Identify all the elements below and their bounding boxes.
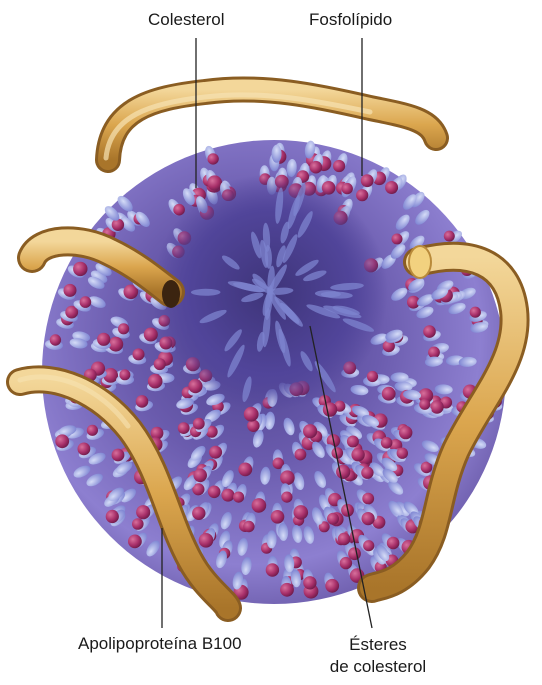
- phospholipid-head: [112, 449, 125, 462]
- phospholipid-head: [347, 436, 359, 448]
- phospholipid-head: [271, 510, 285, 524]
- phospholipid-head: [78, 443, 91, 456]
- phospholipid-head: [55, 434, 69, 448]
- phospholipid-head: [266, 563, 279, 576]
- phospholipid-head: [178, 422, 190, 434]
- phospholipid-head: [367, 371, 378, 382]
- label-apolipoprotein-b100: Apolipoproteína B100: [78, 634, 242, 654]
- phospholipid-head: [303, 424, 317, 438]
- phospholipid-head: [199, 533, 214, 548]
- phospholipid-head: [336, 465, 350, 479]
- label-esters-line2: de colesterol: [308, 656, 448, 678]
- phospholipid-head: [133, 348, 145, 360]
- phospholipid-head: [351, 448, 364, 461]
- phospholipid-head: [356, 189, 368, 201]
- phospholipid-head: [362, 512, 375, 525]
- phospholipid-head: [80, 296, 92, 308]
- phospholipid-head: [470, 307, 481, 318]
- phospholipid-head: [423, 325, 436, 338]
- phospholipid-head: [208, 486, 221, 499]
- phospholipid-head: [136, 395, 149, 408]
- phospholipid-head: [387, 537, 400, 550]
- phospholipid-head: [119, 369, 130, 380]
- phospholipid-head: [295, 449, 307, 461]
- label-cholesterol: Colesterol: [148, 10, 225, 30]
- phospholipid-head: [87, 425, 98, 436]
- phospholipid-head: [222, 489, 235, 502]
- phospholipid-head: [128, 535, 142, 549]
- phospholipid-head: [280, 583, 294, 597]
- phospholipid-head: [363, 540, 374, 551]
- phospholipid-head: [243, 521, 254, 532]
- phospholipid-head: [430, 400, 443, 413]
- phospholipid-head: [97, 333, 110, 346]
- phospholipid-head: [106, 510, 119, 523]
- phospholipid-head: [338, 533, 351, 546]
- phospholipid-head: [362, 493, 374, 505]
- phospholipid-head: [294, 505, 309, 520]
- phospholipid-head: [108, 337, 123, 352]
- phospholipid-head: [444, 231, 455, 242]
- phospholipid-head: [325, 579, 339, 593]
- phospholipid-head: [348, 547, 361, 560]
- tube-end-left: [162, 280, 180, 308]
- phospholipid-head: [118, 323, 129, 334]
- phospholipid-head: [148, 374, 163, 389]
- phospholipid-head: [327, 513, 339, 525]
- phospholipid-head: [192, 507, 205, 520]
- phospholipid-head: [50, 334, 61, 345]
- label-phospholipid: Fosfolípido: [309, 10, 392, 30]
- phospholipid-head: [303, 576, 316, 589]
- phospholipid-head: [136, 505, 150, 519]
- phospholipid-head: [73, 262, 87, 276]
- phospholipid-head: [323, 402, 337, 416]
- phospholipid-head: [252, 498, 267, 513]
- phospholipid-head: [361, 467, 373, 479]
- phospholipid-head: [144, 328, 158, 342]
- phospholipid-tail: [391, 372, 409, 382]
- phospholipid-head: [392, 234, 403, 245]
- phospholipid-head: [381, 437, 393, 449]
- phospholipid-head: [247, 420, 259, 432]
- phospholipid-head: [419, 399, 430, 410]
- phospholipid-head: [280, 470, 295, 485]
- phospholipid-head: [382, 387, 396, 401]
- phospholipid-head: [361, 174, 374, 187]
- phospholipid-head: [233, 492, 244, 503]
- phospholipid-head: [428, 347, 440, 359]
- phospholipid-head: [132, 518, 144, 530]
- phospholipid-head: [238, 463, 252, 477]
- phospholipid-head: [399, 426, 412, 439]
- tube-end-right: [409, 246, 431, 278]
- label-cholesterol-esters: Ésteres de colesterol: [308, 634, 448, 678]
- phospholipid-head: [64, 284, 77, 297]
- label-esters-line1: Ésteres: [308, 634, 448, 656]
- phospholipid-head: [207, 153, 218, 164]
- phospholipid-head: [340, 557, 352, 569]
- phospholipid-head: [310, 161, 323, 174]
- phospholipid-head: [281, 492, 292, 503]
- phospholipid-head: [154, 358, 166, 370]
- phospholipid-head: [193, 418, 205, 430]
- phospholipid-head: [333, 160, 345, 172]
- phospholipid-head: [342, 183, 353, 194]
- phospholipid-head: [112, 219, 124, 231]
- phospholipid-head: [193, 469, 207, 483]
- phospholipid-head: [385, 181, 398, 194]
- phospholipid-head: [209, 446, 222, 459]
- phospholipid-head: [397, 448, 408, 459]
